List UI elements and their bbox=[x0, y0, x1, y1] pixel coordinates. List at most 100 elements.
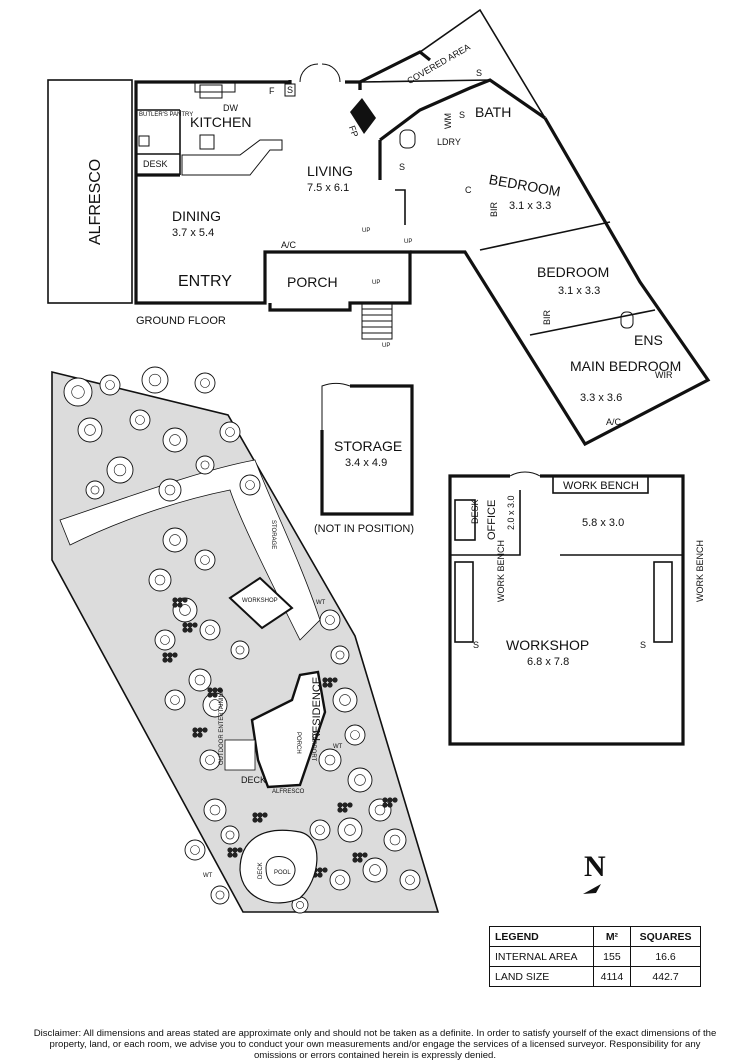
hall-wall bbox=[395, 189, 406, 225]
site-shrub bbox=[162, 657, 168, 663]
site-residence-label: RESIDENCE bbox=[311, 677, 323, 741]
site-shrub bbox=[172, 597, 178, 603]
pantry-sink bbox=[138, 135, 150, 147]
bath-label: BATH bbox=[475, 104, 511, 120]
site-shrub bbox=[187, 627, 193, 633]
site-tree bbox=[63, 377, 93, 407]
cooktop bbox=[199, 84, 223, 99]
site-tree bbox=[164, 689, 186, 711]
storage-note: (NOT IN POSITION) bbox=[314, 523, 414, 535]
bedroom1-dimension: 3.1 x 3.3 bbox=[509, 200, 551, 212]
bedroom1-label: BEDROOM bbox=[488, 171, 562, 199]
laundry-tub bbox=[399, 129, 416, 149]
site-carport-label: CARPORT bbox=[310, 732, 316, 762]
site-tree-inner bbox=[335, 875, 345, 885]
site-shrub bbox=[252, 812, 258, 818]
wir-label: WIR bbox=[655, 370, 673, 380]
office-dimension: 2.0 x 3.0 bbox=[506, 495, 516, 530]
site-shrub bbox=[352, 857, 358, 863]
site-shrub bbox=[217, 687, 223, 693]
site-tree bbox=[332, 687, 358, 713]
site-tree-inner bbox=[209, 804, 221, 816]
site-tree bbox=[399, 869, 421, 891]
site-shrub bbox=[327, 677, 333, 683]
s-label: S bbox=[287, 85, 293, 95]
site-tree bbox=[162, 427, 188, 453]
hall-s-label: S bbox=[399, 162, 405, 172]
legend-row: LAND SIZE 4114 442.7 bbox=[489, 966, 701, 987]
work-bench-top bbox=[552, 475, 649, 494]
butlers-pantry-label: BUTLER'S PANTRY bbox=[139, 112, 193, 118]
living-dimension: 7.5 x 6.1 bbox=[307, 182, 349, 194]
site-tree-inner bbox=[84, 424, 96, 436]
site-shrub bbox=[192, 732, 198, 738]
cupboard-c-label: C bbox=[465, 185, 472, 195]
kitchen-sink bbox=[194, 81, 236, 93]
site-shrub bbox=[337, 802, 343, 808]
site-shrub bbox=[212, 687, 218, 693]
site-tree-inner bbox=[205, 755, 215, 765]
site-tree-inner bbox=[148, 373, 162, 387]
office-wall bbox=[450, 490, 521, 556]
site-shrub bbox=[197, 732, 203, 738]
small-room-dimension: 5.8 x 3.0 bbox=[582, 517, 624, 529]
site-pool bbox=[265, 855, 296, 886]
site-shrub bbox=[347, 802, 353, 808]
site-tree bbox=[158, 478, 182, 502]
site-shrub bbox=[387, 802, 393, 808]
bedroom-divider bbox=[479, 221, 611, 251]
workshop-walls bbox=[448, 474, 685, 746]
bedroom2-label: BEDROOM bbox=[537, 264, 609, 280]
fireplace bbox=[350, 98, 376, 134]
site-residence bbox=[250, 670, 327, 789]
office-desk bbox=[454, 499, 476, 541]
site-tree-inner bbox=[325, 615, 335, 625]
site-shrub bbox=[257, 817, 263, 823]
legend-header-squares: SQUARES bbox=[630, 926, 701, 947]
site-tree-inner bbox=[205, 625, 215, 635]
site-tree-inner bbox=[164, 484, 176, 496]
work-bench-right bbox=[653, 561, 673, 643]
site-tree-inner bbox=[179, 604, 191, 616]
legend-row-m2: 4114 bbox=[592, 966, 632, 987]
site-shrub bbox=[232, 852, 238, 858]
office-desk-label: DESK bbox=[470, 499, 480, 524]
wm-label: WM bbox=[443, 113, 453, 129]
desk-label: DESK bbox=[143, 159, 168, 169]
legend-header-m2: M² bbox=[592, 926, 632, 947]
site-shrub bbox=[197, 727, 203, 733]
site-pool-deck-label: DECK bbox=[258, 862, 264, 879]
storage-dimension: 3.4 x 4.9 bbox=[345, 457, 387, 469]
site-tree-inner bbox=[335, 650, 345, 660]
site-shrub bbox=[212, 692, 218, 698]
site-shrub bbox=[237, 847, 243, 853]
site-tree bbox=[344, 724, 366, 746]
site-tree-inner bbox=[389, 834, 401, 846]
site-tree-inner bbox=[369, 864, 381, 876]
work-bench-left-label: WORK BENCH bbox=[496, 540, 506, 602]
bedroom2-divider bbox=[529, 309, 656, 336]
site-tree-inner bbox=[225, 830, 235, 840]
site-tree-inner bbox=[405, 875, 415, 885]
compass-north-letter: N bbox=[584, 850, 606, 883]
workshop-s-left: S bbox=[473, 640, 479, 650]
site-tree bbox=[210, 885, 230, 905]
covered-area bbox=[359, 8, 546, 119]
site-shrub bbox=[252, 817, 258, 823]
east-wing-outer-wall bbox=[410, 117, 711, 447]
site-shrub bbox=[177, 602, 183, 608]
site-shrub bbox=[227, 852, 233, 858]
site-shrub bbox=[322, 677, 328, 683]
site-tree bbox=[239, 474, 261, 496]
site-tree-inner bbox=[90, 485, 100, 495]
site-shrub bbox=[317, 872, 323, 878]
entry-label: ENTRY bbox=[178, 273, 232, 290]
office-label: OFFICE bbox=[486, 500, 498, 540]
site-shrub bbox=[342, 807, 348, 813]
site-shrub bbox=[257, 812, 263, 818]
up-label-porch: UP bbox=[372, 280, 380, 286]
site-shrub bbox=[232, 847, 238, 853]
site-tree-inner bbox=[215, 890, 225, 900]
site-deck-stairs bbox=[224, 739, 256, 771]
site-tree-inner bbox=[71, 385, 85, 399]
